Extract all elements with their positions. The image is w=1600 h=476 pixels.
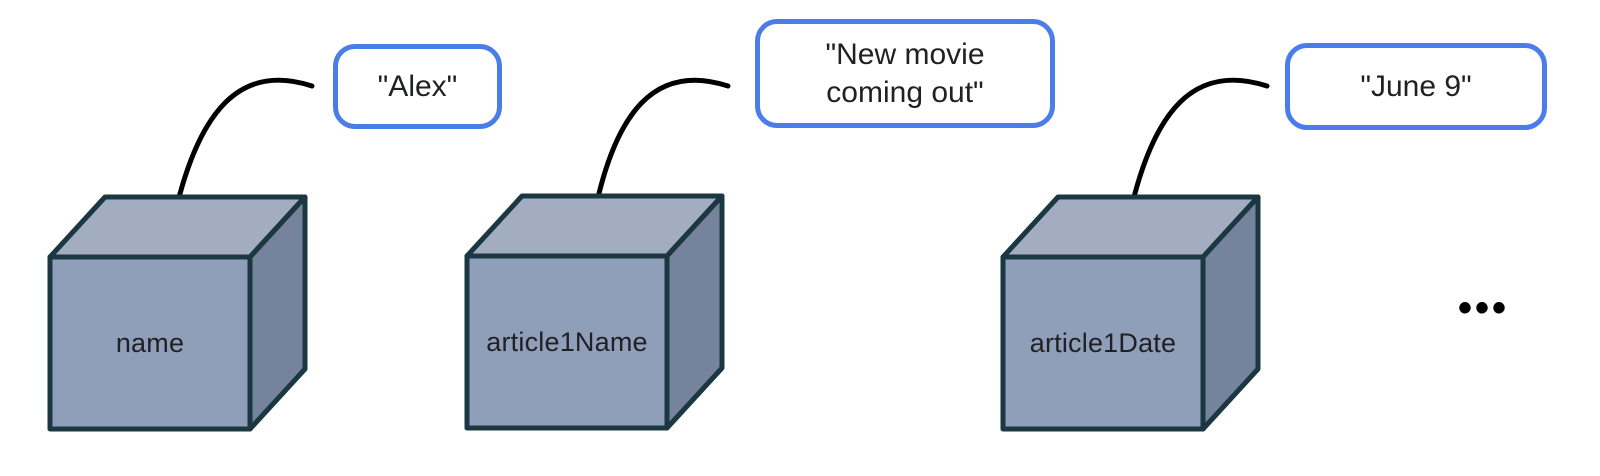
cube-icon <box>47 194 308 432</box>
value-text: "Alex" <box>377 69 458 103</box>
variable-name-label: article1Name <box>486 326 648 357</box>
variable-cube-name: name <box>46 191 310 435</box>
value-bubble-new-movie: "New movie coming out" <box>755 19 1055 128</box>
variable-cube-article1date: article1Date <box>999 191 1263 435</box>
variable-name-label: name <box>115 327 185 358</box>
ellipsis: ••• <box>1458 285 1510 330</box>
value-text: "June 9" <box>1360 69 1472 103</box>
cube-front-face <box>1000 254 1206 432</box>
value-bubble-june-9: "June 9" <box>1285 43 1547 130</box>
cube-front-face <box>47 254 253 432</box>
variable-name-label: article1Date <box>1029 327 1177 358</box>
cube-icon <box>464 193 725 431</box>
variable-cube-article1name: article1Name <box>463 190 727 434</box>
value-text: "New movie coming out" <box>825 37 985 109</box>
cube-icon <box>1000 194 1261 432</box>
cube-front-face <box>464 253 670 431</box>
value-bubble-alex: "Alex" <box>333 44 502 129</box>
